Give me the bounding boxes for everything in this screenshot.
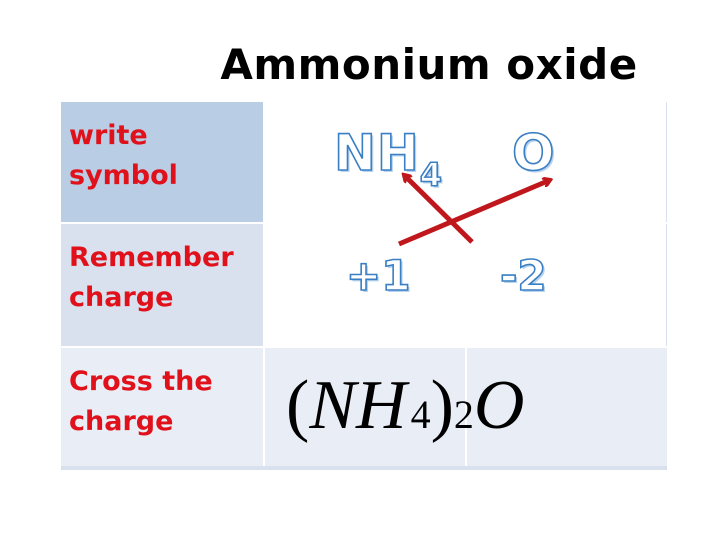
arrow-to-anion <box>398 180 550 247</box>
formula-cell <box>265 348 667 469</box>
row-label-line: Cross the <box>69 366 213 397</box>
row-label-line: write <box>69 120 148 151</box>
row-label-line: charge <box>69 406 174 437</box>
arrow-to-cation <box>404 175 474 244</box>
cation-charge: +1 <box>345 250 411 301</box>
row-label-line: charge <box>69 282 174 313</box>
formula-close-paren: ) <box>430 367 454 444</box>
symbols-cell <box>265 102 667 222</box>
formula-group-count: 2 <box>453 392 474 437</box>
cell-divider <box>465 348 467 469</box>
table-bottom-border <box>61 466 667 470</box>
cross-charge-table: write symbol Remember charge Cross the c… <box>61 102 667 469</box>
row-label-cross-charge: Cross the charge <box>61 348 263 469</box>
table-row-write-symbol: write symbol <box>61 102 667 222</box>
cation-subscript: 4 <box>419 155 443 195</box>
row-label-write-symbol: write symbol <box>61 102 263 222</box>
formula-open-paren: ( <box>286 367 310 444</box>
slide-title: Ammonium oxide <box>220 40 638 89</box>
formula-anion: O <box>473 367 525 444</box>
row-label-line: Remember <box>69 242 234 273</box>
row-label-remember-charge: Remember charge <box>61 224 263 348</box>
charges-cell <box>265 224 667 348</box>
anion-symbol: O <box>511 123 555 183</box>
table-row-remember-charge: Remember charge <box>61 222 667 348</box>
formula-group: NH <box>309 367 407 444</box>
chemical-formula: (NH 4)2O <box>286 366 524 446</box>
table-row-cross-charge: Cross the charge <box>61 346 667 469</box>
formula-group-subscript: 4 <box>410 392 431 437</box>
row-label-line: symbol <box>69 160 178 191</box>
anion-charge: -2 <box>499 250 547 301</box>
